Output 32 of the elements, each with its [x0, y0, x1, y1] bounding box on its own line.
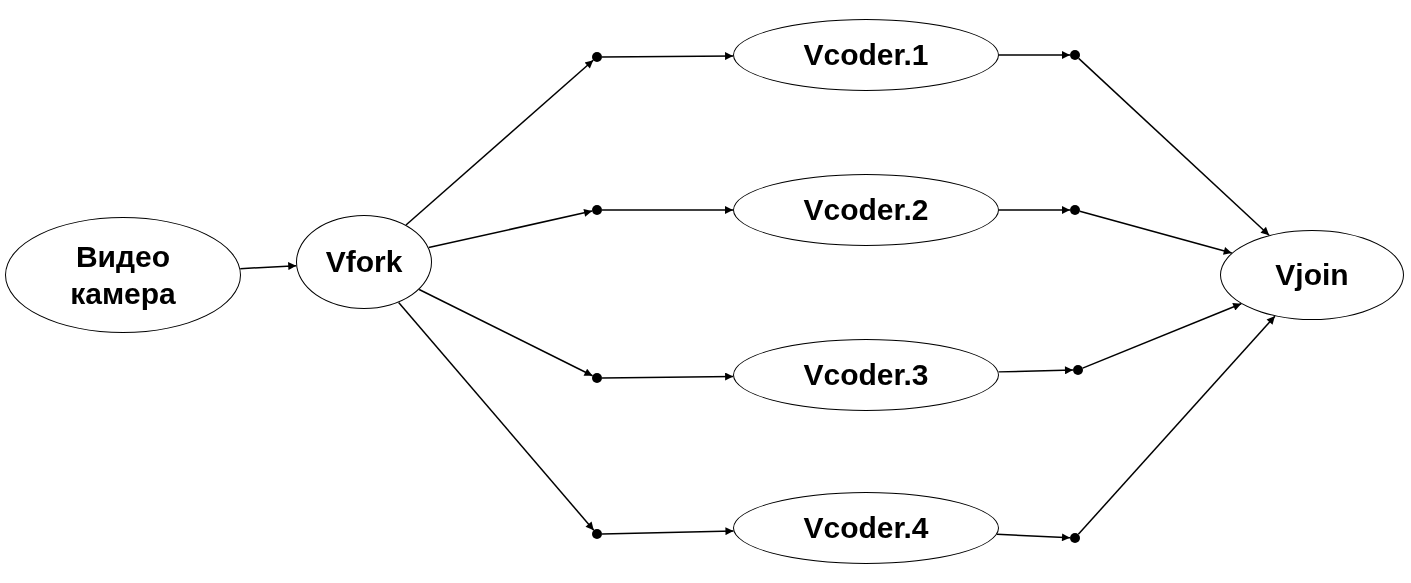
- node-label: Vjoin: [1275, 257, 1349, 294]
- junction-dot: [1070, 533, 1080, 543]
- arrow: [418, 288, 594, 377]
- arrow: [239, 262, 297, 271]
- arrow: [601, 206, 734, 214]
- arrow: [1077, 57, 1270, 236]
- arrow: [427, 208, 593, 249]
- node-label: Vcoder.2: [803, 192, 929, 229]
- junction-dot: [592, 205, 602, 215]
- arrow: [1077, 315, 1276, 536]
- arrow: [1079, 210, 1233, 255]
- junction-dot: [1073, 365, 1083, 375]
- junction-dot: [1070, 50, 1080, 60]
- node-label: Видео камера: [69, 238, 177, 312]
- junction-dot: [592, 529, 602, 539]
- arrow: [998, 206, 1071, 214]
- arrow: [996, 533, 1071, 542]
- junction-dot: [592, 373, 602, 383]
- arrow: [397, 301, 595, 531]
- junction-dot: [1070, 205, 1080, 215]
- arrow: [1081, 303, 1242, 369]
- arrow: [997, 366, 1074, 375]
- arrow: [405, 59, 594, 226]
- node-label: Vcoder.3: [803, 357, 929, 394]
- arrow: [998, 51, 1071, 59]
- arrow: [601, 52, 734, 61]
- node-label: Vfork: [325, 244, 403, 281]
- node-label: Vcoder.4: [803, 510, 929, 547]
- arrow: [601, 372, 734, 381]
- node-label: Vcoder.1: [803, 37, 929, 74]
- arrow: [601, 527, 735, 536]
- junction-dot: [592, 52, 602, 62]
